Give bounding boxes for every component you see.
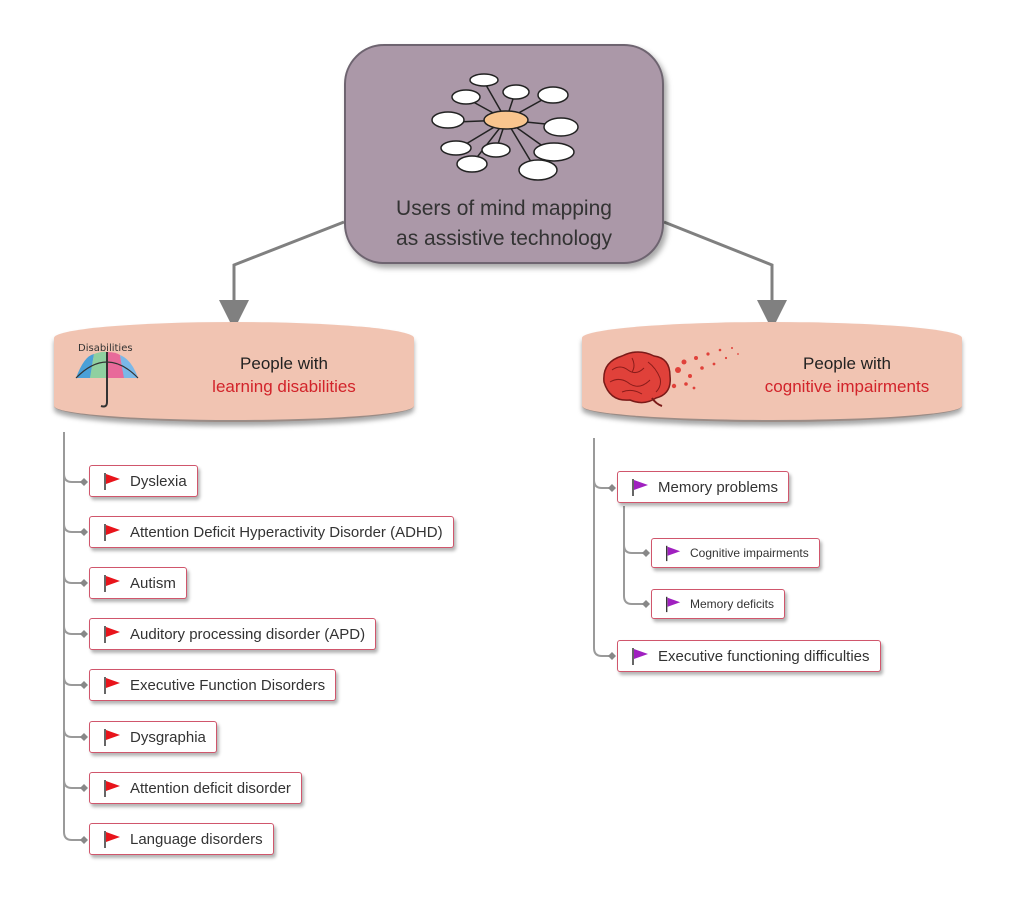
topic-memory-problems[interactable]: Memory problems: [617, 471, 790, 503]
branch-title: People with cognitive impairments: [742, 352, 952, 398]
branch-title: People with learning disabilities: [204, 352, 364, 398]
subtopic-cognitive-impairments[interactable]: Cognitive impairments: [651, 538, 820, 568]
topic-label: Dyslexia: [130, 472, 187, 490]
purple-flag-icon: [632, 648, 648, 665]
topic-label: Dysgraphia: [130, 728, 206, 746]
topic-label: Attention Deficit Hyperactivity Disorder…: [130, 523, 443, 541]
topic-label: Cognitive impairments: [690, 546, 809, 560]
purple-flag-icon: [632, 479, 648, 496]
topic-label: Auditory processing disorder (APD): [130, 625, 366, 643]
red-flag-icon: [104, 677, 120, 694]
topic-apd[interactable]: Auditory processing disorder (APD): [89, 618, 377, 650]
root-title: Users of mind mapping as assistive techn…: [396, 197, 612, 250]
topic-executive-functioning-difficulties[interactable]: Executive functioning difficulties: [617, 640, 881, 672]
branch-title-line2: learning disabilities: [212, 377, 356, 396]
topic-adhd[interactable]: Attention Deficit Hyperactivity Disorder…: [89, 516, 454, 548]
red-flag-icon: [104, 473, 120, 490]
purple-flag-icon: [666, 596, 681, 613]
branch-title-line1: People with: [240, 354, 328, 373]
red-flag-icon: [104, 626, 120, 643]
topic-label: Executive Function Disorders: [130, 676, 326, 694]
topic-label: Language disorders: [130, 830, 263, 848]
topic-label: Executive functioning difficulties: [658, 647, 870, 665]
left-tree-elbows: [63, 473, 84, 841]
left-tree-diamonds: [80, 478, 88, 844]
topic-language-disorders[interactable]: Language disorders: [89, 823, 274, 855]
topic-dyslexia[interactable]: Dyslexia: [89, 465, 198, 497]
right-tree-diamonds: [608, 484, 650, 660]
subtopic-memory-deficits[interactable]: Memory deficits: [651, 589, 786, 619]
branch-cognitive-impairments[interactable]: People with cognitive impairments: [582, 322, 962, 422]
topic-attention-deficit-disorder[interactable]: Attention deficit disorder: [89, 772, 302, 804]
red-flag-icon: [104, 524, 120, 541]
topic-executive-function-disorders[interactable]: Executive Function Disorders: [89, 669, 337, 701]
red-flag-icon: [104, 780, 120, 797]
topic-dysgraphia[interactable]: Dysgraphia: [89, 721, 217, 753]
red-flag-icon: [104, 575, 120, 592]
red-flag-icon: [104, 831, 120, 848]
right-tree-trunk: [593, 438, 612, 657]
purple-flag-icon: [666, 545, 681, 562]
topic-autism[interactable]: Autism: [89, 567, 187, 599]
mind-map-icon: [431, 73, 579, 181]
left-tree-trunk: [63, 432, 73, 841]
root-to-left-branch-line: [219, 220, 345, 330]
umbrella-icon-text: Disabilities: [78, 343, 133, 354]
brain-icon: [603, 347, 739, 407]
topic-label: Memory deficits: [690, 597, 775, 611]
right-subtree-trunk: [623, 506, 646, 605]
topic-label: Attention deficit disorder: [130, 779, 291, 797]
branch-learning-disabilities[interactable]: Disabilities People with learning disabi…: [54, 322, 414, 422]
root-node[interactable]: Users of mind mapping as assistive techn…: [344, 44, 664, 264]
branch-title-line1: People with: [803, 354, 891, 373]
topic-label: Autism: [130, 574, 176, 592]
umbrella-icon: Disabilities: [75, 343, 139, 408]
topic-label: Memory problems: [658, 478, 779, 496]
root-to-right-branch-line: [663, 220, 787, 330]
branch-title-line2: cognitive impairments: [764, 377, 930, 396]
red-flag-icon: [104, 729, 120, 746]
